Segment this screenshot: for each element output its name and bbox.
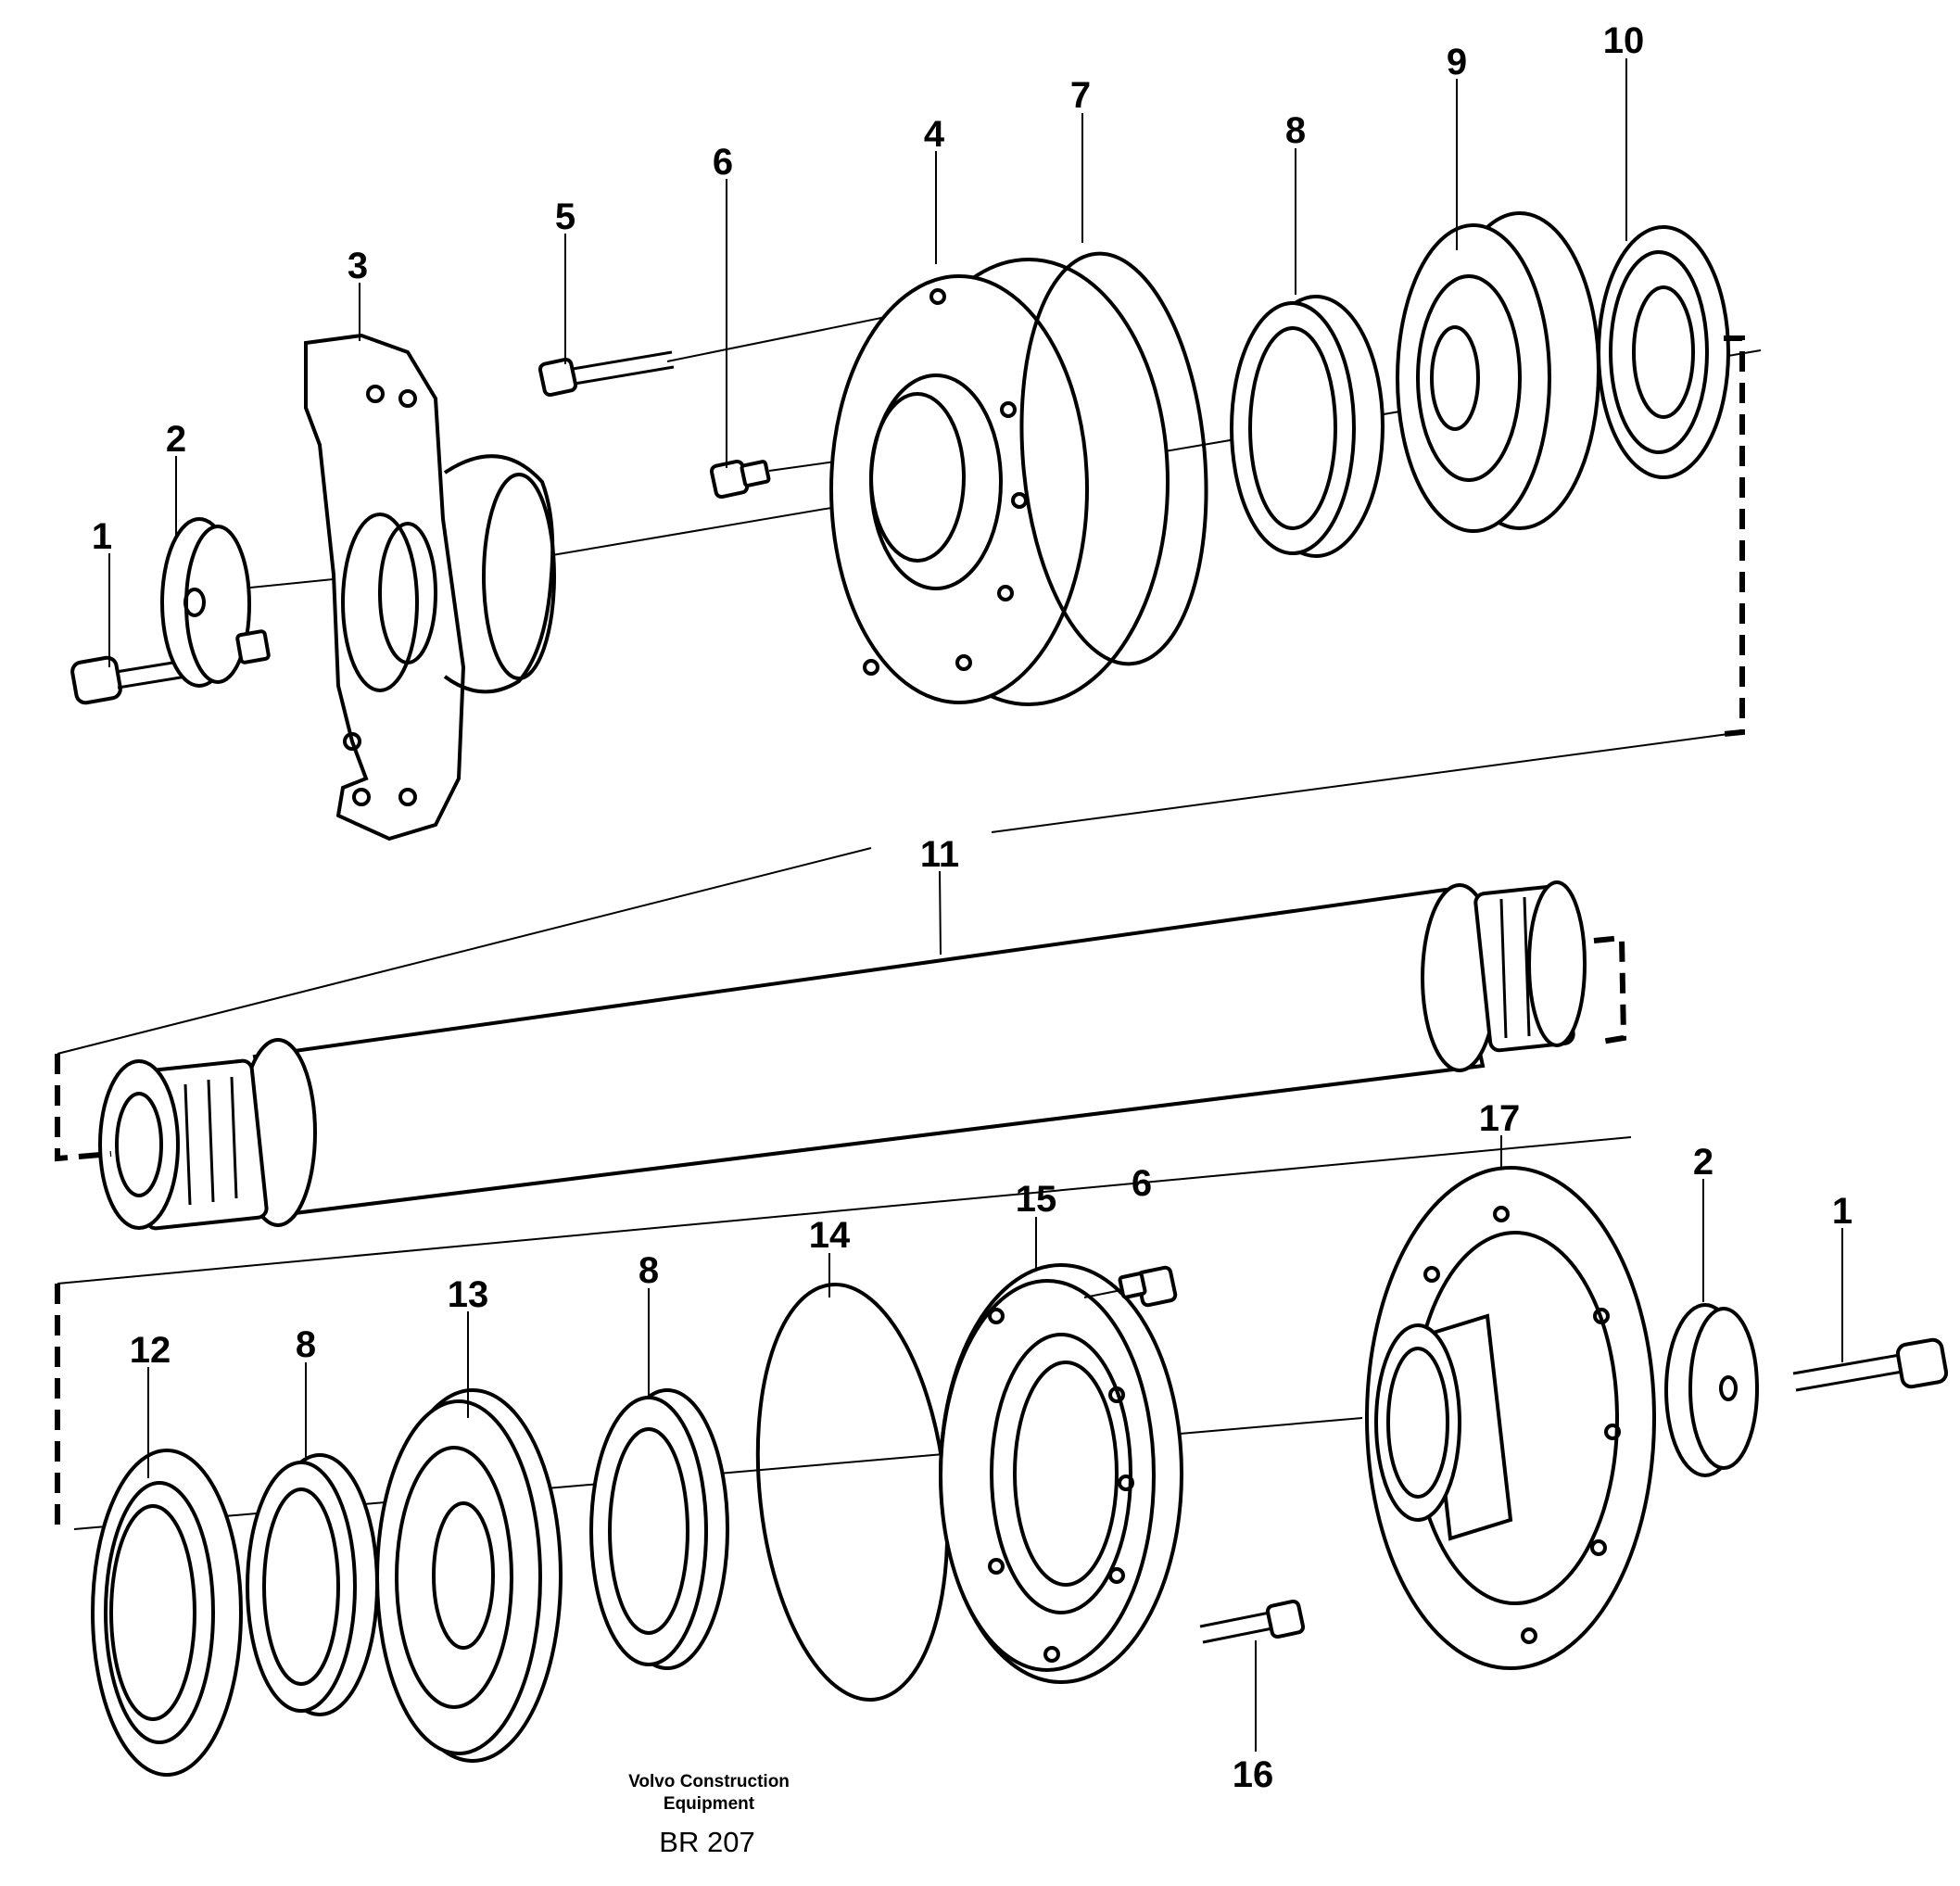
callout-9: 9	[1447, 42, 1467, 82]
callout-2-lower: 2	[1693, 1142, 1713, 1183]
lower-bracket-link	[57, 1136, 1632, 1285]
upper-dashed-bracket	[1723, 335, 1745, 737]
caption-line-2: Equipment	[664, 1794, 755, 1814]
part-1-bolt-upper	[70, 655, 193, 705]
callout-7: 7	[1070, 75, 1091, 116]
callout-11: 11	[920, 834, 959, 875]
callout-10: 10	[1603, 20, 1645, 61]
part-2-washer-lower	[1664, 1303, 1759, 1477]
callout-1-lower: 1	[1832, 1191, 1853, 1232]
callout-16: 16	[1233, 1754, 1274, 1795]
callout-5: 5	[555, 196, 575, 237]
callout-4: 4	[924, 114, 945, 155]
part-10-seal	[1597, 225, 1730, 479]
callout-8-lower-left: 8	[296, 1324, 316, 1365]
callout-12: 12	[130, 1330, 171, 1371]
callout-6-lower: 6	[1132, 1163, 1152, 1204]
callout-1-upper: 1	[92, 516, 112, 557]
upper-bracket-link	[991, 731, 1743, 833]
callout-15: 15	[1016, 1179, 1057, 1220]
callout-leaders	[108, 58, 1843, 1478]
callout-6-upper: 6	[713, 142, 733, 183]
callout-8-lower-middle: 8	[639, 1250, 659, 1291]
caption-line-1: Volvo Construction	[628, 1772, 790, 1791]
callout-3: 3	[348, 246, 368, 286]
part-4-bearing-housing	[829, 258, 1170, 706]
shaft-label-leader	[939, 870, 942, 956]
callout-14: 14	[809, 1215, 851, 1256]
part-2-washer-upper	[160, 517, 271, 688]
shaft-top-link	[57, 847, 872, 1055]
part-17-flange	[1365, 1166, 1656, 1670]
shaft-dashed-bracket-left	[55, 1054, 112, 1162]
callout-17: 17	[1479, 1098, 1521, 1139]
part-8-seal-upper	[1230, 295, 1385, 558]
part-6-plug-lower	[1083, 1265, 1178, 1308]
part-15-bearing-housing	[939, 1263, 1183, 1684]
part-13-bearing	[375, 1388, 563, 1763]
part-8-seal-lower-middle	[589, 1388, 729, 1670]
callout-2-upper: 2	[166, 419, 186, 460]
part-1-bolt-lower	[1792, 1337, 1949, 1392]
shaft-dashed-bracket-right	[1593, 934, 1627, 1044]
part-11-shaft	[98, 880, 1587, 1231]
part-9-bearing	[1396, 211, 1600, 533]
caption-code: BR 207	[659, 1826, 754, 1858]
part-12-seal	[91, 1449, 243, 1777]
part-8-seal-lower-left	[246, 1453, 379, 1716]
part-14-o-ring	[755, 1282, 950, 1702]
callout-8-upper: 8	[1285, 110, 1306, 151]
callout-13: 13	[448, 1274, 489, 1315]
part-7-o-ring	[1019, 251, 1208, 666]
part-16-bolt	[1199, 1599, 1306, 1752]
part-3-flange-yoke	[304, 333, 556, 842]
